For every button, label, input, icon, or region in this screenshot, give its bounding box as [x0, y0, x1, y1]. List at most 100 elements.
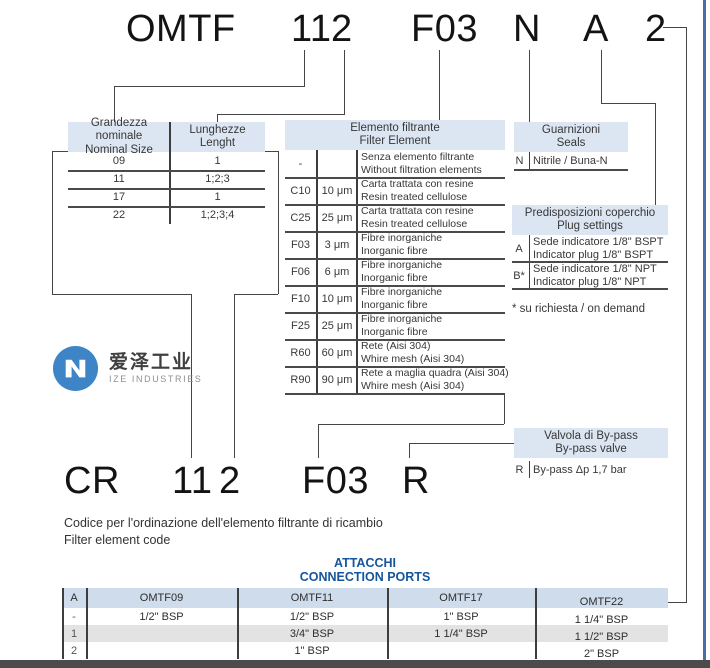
on-demand-note: * su richiesta / on demand: [512, 303, 645, 315]
size-value: 17: [112, 191, 126, 203]
filter-desc: Fibre inorganiche Inorganic fibre: [361, 231, 505, 258]
filter-desc: Rete (Aisi 304) Whire mesh (Aisi 304): [361, 339, 505, 366]
bottom-code-series: CR: [64, 460, 120, 502]
filter-desc-it: Rete a maglia quadra (Aisi 304): [361, 367, 509, 379]
seals-code: N: [515, 154, 524, 167]
plug-desc-en: Indicator plug 1/8" BSPT: [533, 248, 654, 261]
ports-cell: [86, 625, 237, 642]
table-column-divider: [356, 150, 358, 393]
connector-line: [234, 294, 278, 295]
length-value: 1;2;3;4: [200, 209, 235, 221]
connector-line: [318, 424, 319, 458]
table-rule: [285, 393, 505, 395]
ports-title-en: CONNECTION PORTS: [299, 570, 431, 584]
ports-header-cell: A: [70, 592, 78, 604]
ports-cell: 1 1/4" BSP: [434, 627, 488, 640]
connector-line: [265, 151, 278, 152]
filter-desc: Senza elemento filtrante Without filtrat…: [361, 150, 505, 177]
ports-cell: 2" BSP: [583, 647, 620, 660]
table-column-divider: [316, 150, 318, 393]
connector-line: [278, 151, 279, 294]
ports-header-cell: OMTF22: [579, 596, 624, 608]
ports-cell: 1" BSP: [443, 610, 479, 623]
filter-micron: 10 μm: [321, 184, 353, 197]
connector-line: [439, 50, 440, 120]
ize-logo-icon: [52, 345, 99, 392]
filter-desc-it: Fibre inorganiche: [361, 232, 443, 244]
filter-desc-it: Carta trattata con resine: [361, 205, 474, 217]
filter-desc-en: Resin treated cellulose: [361, 217, 468, 230]
table-rule: [512, 261, 668, 263]
filter-micron: 60 μm: [321, 346, 353, 359]
filter-desc-en: Resin treated cellulose: [361, 190, 468, 203]
plug-desc: Sede indicatore 1/8" BSPT Indicator plug…: [533, 235, 668, 262]
length-header-it: Lunghezze: [189, 123, 246, 136]
table-rule: [68, 188, 265, 190]
filter-code: R90: [290, 373, 311, 386]
connector-line: [409, 443, 514, 444]
connector-line: [529, 50, 530, 122]
filter-desc: Fibre inorganiche Inorganic fibre: [361, 285, 505, 312]
caption-line-en: Filter element code: [64, 533, 171, 547]
filter-micron: 6 μm: [324, 265, 350, 278]
connector-line: [217, 114, 345, 115]
connector-line: [409, 443, 410, 458]
bottom-code-size: 11: [172, 460, 213, 502]
top-code-ports: 2: [645, 8, 667, 50]
plug-header-it: Predisposizioni coperchio: [524, 206, 656, 219]
caption-line-it: Codice per l'ordinazione dell'elemento f…: [64, 516, 383, 530]
page-edge-right: [703, 0, 706, 668]
filter-desc: Rete a maglia quadra (Aisi 304) Whire me…: [361, 366, 509, 393]
connector-line: [601, 103, 655, 104]
top-code-plug: A: [583, 8, 609, 50]
bypass-code: R: [515, 463, 524, 476]
ports-cell: 3/4" BSP: [289, 627, 335, 640]
connector-line: [601, 50, 602, 103]
filter-code: F06: [291, 265, 310, 278]
ports-row-label: 1: [70, 627, 78, 640]
filter-code: R60: [290, 346, 311, 359]
table-column-divider: [86, 588, 88, 659]
size-value: 09: [112, 155, 126, 167]
ports-header-cell: OMTF17: [439, 592, 483, 604]
connector-line: [114, 86, 305, 87]
ports-cell: [387, 642, 535, 659]
ports-cell: 1 1/2" BSP: [574, 630, 629, 643]
bypass-value: By-pass Δp 1,7 bar: [533, 463, 627, 476]
connector-line: [191, 294, 192, 458]
ports-header-cell: OMTF09: [139, 592, 184, 604]
filter-desc-it: Carta trattata con resine: [361, 178, 474, 190]
bypass-header-en: By-pass valve: [555, 443, 627, 455]
filter-desc-en: Inorganic fibre: [361, 271, 428, 284]
filter-header-en: Filter Element: [359, 135, 431, 147]
seals-value: Nitrile / Buna-N: [533, 154, 608, 167]
bottom-code-bypass: R: [402, 460, 430, 502]
filter-desc-en: Whire mesh (Aisi 304): [361, 352, 465, 365]
ports-title-it: ATTACCHI: [333, 556, 397, 570]
filter-code: F25: [291, 319, 310, 332]
plug-desc-it: Sede indicatore 1/8" BSPT: [533, 236, 664, 248]
filter-desc-it: Fibre inorganiche: [361, 313, 443, 325]
plug-code: B*: [513, 269, 525, 282]
logo-text-cn: 爱泽工业: [109, 351, 194, 373]
length-value: 1;2;3: [205, 173, 230, 185]
table-column-divider: [62, 588, 64, 659]
ports-cell: [86, 642, 237, 659]
connector-line: [52, 151, 68, 152]
table-column-divider: [169, 122, 171, 224]
bottom-code-element: F03: [302, 460, 369, 502]
filter-micron: 3 μm: [324, 238, 350, 251]
filter-micron: 10 μm: [321, 292, 353, 305]
filter-element-caption: Codice per l'ordinazione dell'elemento f…: [64, 515, 383, 549]
ports-cell: 1 1/4" BSP: [574, 613, 629, 626]
filter-micron: 25 μm: [321, 211, 353, 224]
plug-desc-it: Sede indicatore 1/8" NPT: [533, 263, 657, 275]
connector-line: [344, 50, 345, 114]
length-value: 1: [214, 191, 221, 203]
seals-header-it: Guarnizioni: [541, 123, 601, 136]
connector-line: [114, 86, 115, 122]
filter-desc-it: Rete (Aisi 304): [361, 340, 431, 352]
connector-line: [52, 294, 191, 295]
table-rule: [285, 177, 505, 179]
